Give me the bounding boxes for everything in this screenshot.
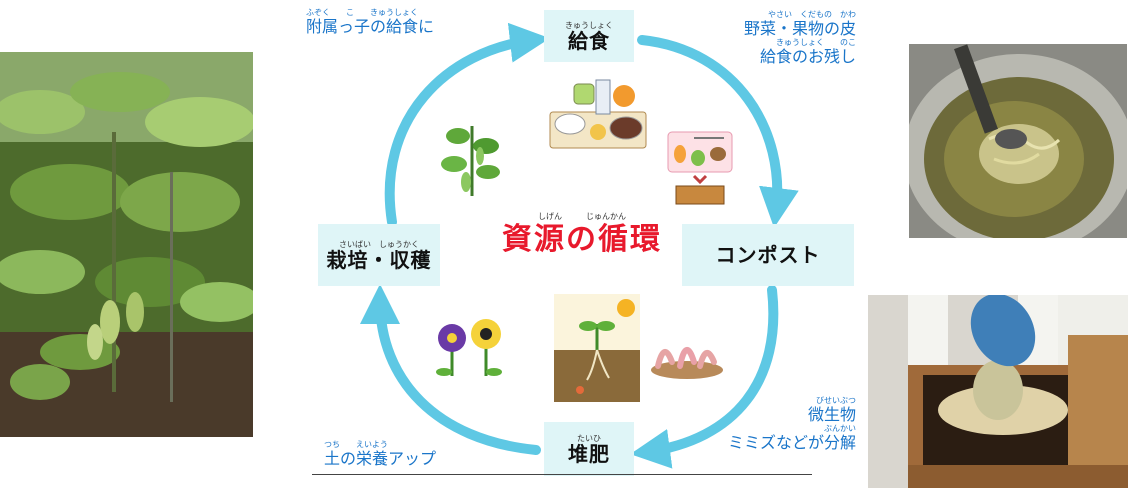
pansy-flowers-illustration	[436, 319, 502, 376]
annotation-tsuchi: つち えいよう 土の栄養アップ	[324, 440, 436, 468]
diagram-title-text: 資源の循環	[502, 222, 662, 257]
baseline-divider	[312, 474, 812, 475]
annotation-yasai-ruby1: やさい くだもの かわ	[768, 10, 856, 19]
node-saibai: さいばい しゅうかく 栽培・収穫	[318, 224, 440, 286]
annotation-biseibutsu-ruby2: ぶんかい	[824, 424, 856, 433]
node-taihi: たいひ 堆肥	[544, 422, 634, 476]
annotation-tsuchi-text: 土の栄養アップ	[324, 449, 437, 468]
annotation-biseibutsu-line1: 微生物	[807, 405, 856, 424]
annotation-fuzoku-ruby: ふぞく こ きゅうしょく	[306, 8, 418, 17]
school-lunch-tray-illustration	[549, 79, 647, 149]
node-taihi-label: 堆肥	[568, 441, 610, 466]
annotation-tsuchi-ruby: つち えいよう	[324, 440, 388, 449]
sprouting-seed-illustration	[554, 294, 640, 402]
annotation-yasai-line1: 野菜・果物の皮	[743, 19, 856, 38]
diagram-title: しげん じゅんかん 資源の循環	[472, 212, 692, 258]
annotation-yasai-ruby2: きゅうしょく のこ	[776, 38, 856, 47]
diagram-title-ruby: しげん じゅんかん	[538, 212, 626, 221]
food-waste-pot-photo	[909, 44, 1127, 238]
annotation-fuzoku-text: 附属っ子の給食に	[306, 17, 435, 36]
earthworms-illustration	[651, 347, 723, 379]
cycle-arrows	[360, 22, 799, 469]
node-taihi-ruby: たいひ	[577, 433, 601, 443]
annotation-biseibutsu-line2: ミミズなどが分解	[727, 433, 856, 452]
node-kyushoku-ruby: きゅうしょく	[565, 20, 613, 30]
arrow-kyushoku-to-compost	[637, 35, 799, 228]
node-compost-label: コンポスト	[715, 243, 821, 267]
annotation-biseibutsu: びせいぶつ 微生物 ぶんかい ミミズなどが分解	[716, 396, 856, 452]
node-kyushoku: きゅうしょく 給食	[544, 10, 634, 62]
node-saibai-ruby: さいばい しゅうかく	[339, 239, 419, 249]
annotation-biseibutsu-ruby1: びせいぶつ	[816, 396, 856, 405]
arrow-taihi-to-saibai	[360, 284, 541, 455]
annotation-yasai: やさい くだもの かわ 野菜・果物の皮 きゅうしょく のこ 給食のお残し	[726, 10, 856, 66]
node-compost: コンポスト	[682, 224, 854, 286]
annotation-fuzoku: ふぞく こ きゅうしょく 附属っ子の給食に	[306, 8, 434, 36]
resource-cycle-diagram: きゅうしょく 給食 コンポスト たいひ 堆肥 さいばい しゅうかく 栽培・収穫 …	[296, 0, 862, 488]
node-kyushoku-label: 給食	[568, 28, 610, 53]
annotation-yasai-line2: 給食のお残し	[759, 47, 856, 66]
node-saibai-label: 栽培・収穫	[326, 247, 432, 272]
food-scraps-box-illustration	[667, 131, 733, 205]
edamame-plants-photo	[0, 52, 253, 437]
arrow-saibai-to-kyushoku	[384, 22, 550, 227]
soybean-plant-illustration	[441, 126, 500, 196]
arrow-compost-to-taihi	[630, 285, 779, 469]
compost-bin-photo	[868, 295, 1128, 488]
